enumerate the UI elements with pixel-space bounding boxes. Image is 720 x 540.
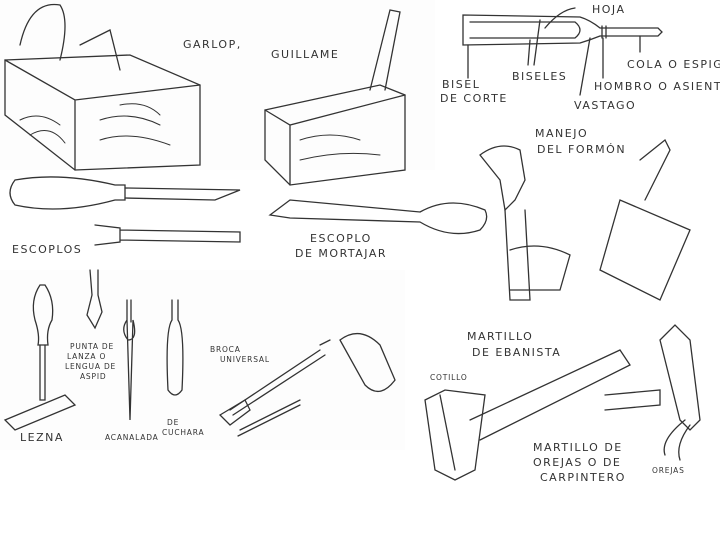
label-lezna: LEZNA (20, 431, 64, 444)
label-mortajar-2: DE MORTAJAR (295, 247, 388, 260)
chisel-handling-drawing (479, 138, 691, 301)
label-manejo-2: DEL FORMÓN (537, 143, 627, 156)
label-biseles: BISELES (512, 70, 568, 83)
cuchara-drawing (166, 299, 184, 396)
label-broca-1: BROCA (210, 345, 241, 354)
label-guillame: GUILLAME (271, 48, 340, 61)
label-bisel-1: BISEL (442, 78, 481, 91)
label-bisel-2: DE CORTE (440, 92, 508, 105)
label-punta-2: LANZA O (67, 352, 107, 361)
label-punta-1: PUNTA DE (70, 342, 115, 351)
label-manejo-1: MANEJO (535, 127, 589, 140)
garlop-plane-drawing (4, 3, 201, 171)
label-acanalada: ACANALADA (105, 433, 159, 442)
martillo-orejas-drawing (604, 324, 701, 461)
mortise-chisel-drawing (268, 199, 488, 235)
label-martillo-or-2: OREJAS O DE (533, 456, 622, 469)
label-hombro: HOMBRO O ASIENTO (594, 80, 720, 93)
chisel-anatomy-drawing (462, 7, 663, 96)
label-broca-2: UNIVERSAL (220, 355, 270, 364)
label-orejas: OREJAS (652, 466, 685, 475)
label-martillo-eb-1: MARTILLO (467, 330, 534, 343)
label-punta-4: ASPID (80, 372, 107, 381)
label-cola: COLA O ESPIGA (627, 58, 720, 71)
lezna-drawing (3, 284, 77, 431)
label-cuchara-2: CUCHARA (162, 428, 205, 437)
label-martillo-or-1: MARTILLO DE (533, 441, 623, 454)
punta-lanza-drawing (86, 269, 103, 330)
label-vastago: VASTAGO (574, 99, 637, 112)
panel-planes (0, 0, 435, 170)
label-cuchara-1: DE (167, 418, 180, 427)
label-hoja: HOJA (592, 3, 626, 16)
label-mortajar-1: ESCOPLO (310, 232, 372, 245)
acanalada-drawing (123, 299, 136, 421)
label-cotillo: COTILLO (430, 373, 468, 382)
label-martillo-or-3: CARPINTERO (540, 471, 626, 484)
broca-drawing (218, 333, 396, 437)
label-punta-3: LENGUA DE (65, 362, 117, 371)
panel-awls (0, 270, 405, 450)
guillame-drawing (264, 9, 406, 186)
label-garlop: GARLOP, (183, 38, 242, 51)
label-escoplos: ESCOPLOS (12, 243, 83, 256)
martillo-ebanista-drawing (424, 349, 631, 481)
label-martillo-eb-2: DE EBANISTA (472, 346, 562, 359)
escoplos-drawing (9, 176, 241, 246)
